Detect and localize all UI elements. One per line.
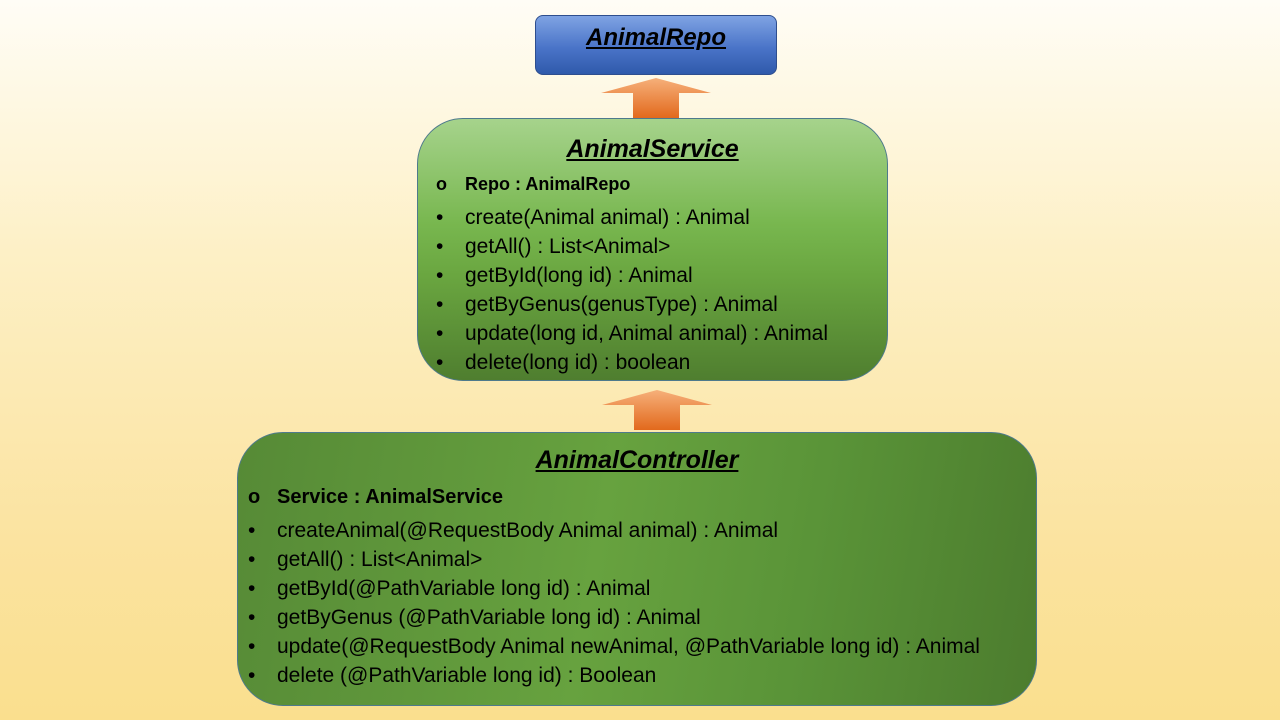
service-method-item: • getAll() : List<Animal> (436, 232, 887, 261)
controller-method-text: update(@RequestBody Animal newAnimal, @P… (277, 635, 980, 658)
bullet-icon: • (248, 664, 256, 687)
bullet-icon: • (436, 351, 444, 374)
animal-controller-box: AnimalController o Service : AnimalServic… (237, 432, 1037, 706)
controller-method-text: getById(@PathVariable long id) : Animal (277, 577, 651, 600)
service-member-list: o Repo : AnimalRepo • create(Animal animal… (436, 170, 887, 377)
repo-title: AnimalRepo (585, 24, 726, 51)
bullet-icon: • (436, 206, 444, 229)
service-method-item: • getById(long id) : Animal (436, 261, 887, 290)
controller-title: AnimalController (535, 446, 739, 474)
arrow-up-icon (601, 78, 711, 118)
controller-method-item: • getAll() : List<Animal> (248, 545, 1036, 574)
controller-member-list: o Service : AnimalService • createAnimal(@… (248, 483, 1036, 690)
service-method-text: create(Animal animal) : Animal (465, 206, 750, 229)
controller-field-item: o Service : AnimalService (248, 483, 1036, 512)
arrow-up-icon (602, 390, 712, 430)
bullet-icon: • (248, 548, 256, 571)
service-method-text: getByGenus(genusType) : Animal (465, 293, 778, 316)
controller-method-text: getAll() : List<Animal> (277, 548, 483, 571)
service-method-text: update(long id, Animal animal) : Animal (465, 322, 829, 345)
bullet-icon: • (436, 264, 444, 287)
hollow-circle-bullet-icon: o (436, 174, 447, 194)
controller-method-item: • update(@RequestBody Animal newAnimal, @… (248, 632, 1036, 661)
controller-method-item: • createAnimal(@RequestBody Animal animal… (248, 516, 1036, 545)
animal-service-box: AnimalService o Repo : AnimalRepo • create… (417, 118, 888, 381)
bullet-icon: • (436, 293, 444, 316)
controller-method-text: createAnimal(@RequestBody Animal animal)… (277, 519, 779, 542)
service-method-text: delete(long id) : boolean (465, 351, 691, 374)
bullet-icon: • (436, 235, 444, 258)
bullet-icon: • (248, 519, 256, 542)
service-method-item: • create(Animal animal) : Animal (436, 203, 887, 232)
service-method-item: • getByGenus(genusType) : Animal (436, 290, 887, 319)
controller-field-text: Service : AnimalService (277, 486, 504, 508)
controller-method-item: • getByGenus (@PathVariable long id) : An… (248, 603, 1036, 632)
service-field-item: o Repo : AnimalRepo (436, 170, 887, 199)
service-method-item: • delete(long id) : boolean (436, 348, 887, 377)
bullet-icon: • (436, 322, 444, 345)
controller-method-item: • delete (@PathVariable long id) : Boolea… (248, 661, 1036, 690)
service-method-item: • update(long id, Animal animal) : Animal (436, 319, 887, 348)
bullet-icon: • (248, 635, 256, 658)
service-method-text: getById(long id) : Animal (465, 264, 693, 287)
service-field-text: Repo : AnimalRepo (465, 174, 631, 194)
animal-repo-box: AnimalRepo (535, 15, 777, 75)
controller-method-text: getByGenus (@PathVariable long id) : Ani… (277, 606, 701, 629)
service-method-text: getAll() : List<Animal> (465, 235, 671, 258)
bullet-icon: • (248, 606, 256, 629)
controller-method-item: • getById(@PathVariable long id) : Animal (248, 574, 1036, 603)
hollow-circle-bullet-icon: o (248, 486, 261, 508)
bullet-icon: • (248, 577, 256, 600)
controller-method-text: delete (@PathVariable long id) : Boolean (277, 664, 657, 687)
service-title: AnimalService (566, 135, 739, 163)
